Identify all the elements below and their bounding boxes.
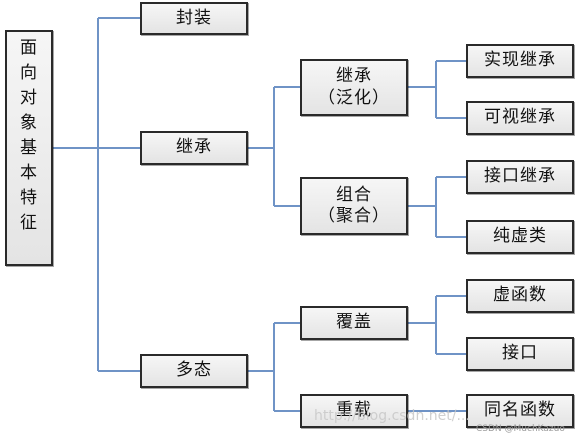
node-interface-label: 接口 [502,343,538,364]
node-override: 覆盖 [300,306,408,340]
node-interface-inheritance-label: 接口继承 [484,166,556,187]
node-virtual-function: 虚函数 [466,279,574,313]
node-inheritance: 继承 [140,131,248,165]
node-interface: 接口 [466,337,574,371]
node-implementation-inheritance: 实现继承 [466,44,574,78]
node-overload: 重载 [300,394,408,428]
node-encapsulation: 封装 [140,2,248,35]
node-inheritance-generalization: 继承 （泛化） [300,59,408,116]
node-encapsulation-label: 封装 [176,7,212,28]
node-polymorphism-label: 多态 [176,360,212,381]
node-virtual-function-label: 虚函数 [493,285,547,306]
node-visual-inheritance: 可视继承 [466,101,574,135]
root-node-label: 面 向 对 象 基 本 特 征 [20,38,38,233]
node-composition-aggregation-label: 组合 （聚合） [318,184,390,226]
node-implementation-inheritance-label: 实现继承 [484,50,556,71]
node-same-name-function: 同名函数 [466,394,574,428]
node-polymorphism: 多态 [140,354,248,388]
node-override-label: 覆盖 [336,312,372,333]
node-overload-label: 重载 [336,400,372,421]
node-visual-inheritance-label: 可视继承 [484,107,556,128]
node-inheritance-generalization-label: 继承 （泛化） [318,66,390,108]
node-composition-aggregation: 组合 （聚合） [300,177,408,235]
node-same-name-function-label: 同名函数 [484,400,556,421]
watermark-credit: CSDN @MuchKazuo [476,424,565,434]
node-interface-inheritance: 接口继承 [466,160,574,194]
watermark-url: http://blog.csdn.net/... [314,408,470,424]
root-node-oop-features: 面 向 对 象 基 本 特 征 [5,30,53,266]
node-inheritance-label: 继承 [176,137,212,158]
node-pure-virtual-class-label: 纯虚类 [493,226,547,247]
node-pure-virtual-class: 纯虚类 [466,220,574,254]
